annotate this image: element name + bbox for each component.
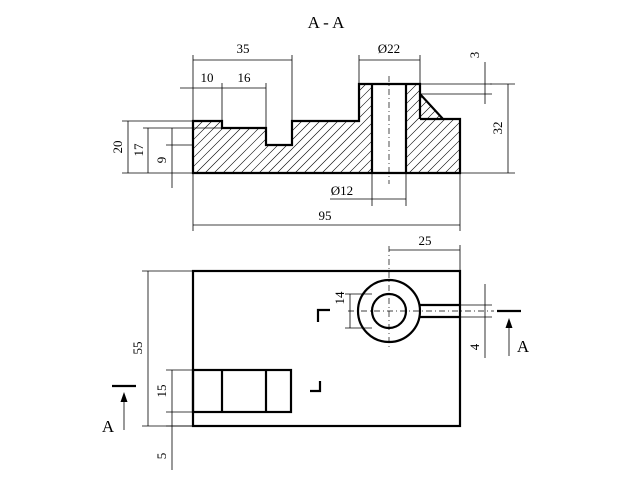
dimension-10: 10 [180, 70, 223, 127]
dimension-35: 35 [192, 41, 293, 120]
svg-text:25: 25 [419, 233, 432, 248]
hatch-line [318, 84, 372, 173]
hatch-line [307, 80, 403, 176]
svg-text:16: 16 [238, 70, 252, 85]
svg-text:15: 15 [154, 385, 169, 398]
step-feature [191, 368, 293, 414]
svg-text:95: 95 [319, 208, 332, 223]
svg-text:9: 9 [154, 157, 169, 164]
svg-text:Ø22: Ø22 [378, 41, 400, 56]
hatch-line [273, 84, 371, 173]
hatch-line [423, 84, 460, 173]
section-label-right: A [517, 337, 530, 356]
dimension-5: 5 [154, 412, 192, 470]
hatch-line [432, 84, 460, 173]
hatch-line [255, 84, 353, 173]
svg-text:5: 5 [154, 453, 169, 460]
hatch-line [414, 84, 460, 173]
hatch-line [300, 84, 372, 173]
hatch-line [282, 84, 372, 173]
dimension-16: 16 [222, 70, 267, 127]
svg-text:10: 10 [201, 70, 214, 85]
dimension-25: 25 [389, 233, 461, 270]
dimension-9: 9 [154, 128, 192, 188]
section-marker-left: A [102, 384, 136, 436]
hatch-line [406, 84, 431, 173]
dimension-14: 14 [332, 291, 372, 329]
svg-text:55: 55 [130, 342, 145, 355]
dimension-diameter-12: Ø12 [330, 174, 407, 206]
hatch-line [406, 84, 460, 173]
dimension-17: 17 [131, 127, 221, 173]
dimension-55: 55 [130, 270, 192, 427]
dimension-32: 32 [461, 83, 515, 174]
svg-text:14: 14 [332, 291, 347, 305]
hatch-line [291, 84, 372, 173]
plan-view: 25 14 55 4 15 [102, 233, 530, 470]
svg-text:4: 4 [467, 343, 482, 350]
svg-text:3: 3 [467, 52, 482, 59]
hatch-line [264, 84, 362, 173]
dimension-95: 95 [192, 174, 461, 231]
hatch-line [327, 84, 372, 173]
svg-text:Ø12: Ø12 [331, 183, 353, 198]
section-view: 35 10 16 Ø22 3 [110, 41, 515, 231]
hatch-line [406, 84, 460, 173]
section-marker-right: A [497, 309, 530, 356]
section-corner-marks [310, 308, 330, 393]
svg-text:35: 35 [237, 41, 250, 56]
dimension-3: 3 [421, 52, 492, 104]
hatch-line [309, 84, 372, 173]
hatch-line [441, 84, 460, 173]
section-label-left: A [102, 417, 115, 436]
section-title: A - A [308, 13, 346, 32]
hatch-line [406, 84, 413, 173]
slot [419, 303, 460, 319]
dimension-4: 4 [461, 284, 492, 358]
hatch-line [345, 84, 372, 173]
hatch-line [336, 84, 372, 173]
hatch-line [406, 84, 460, 173]
dimension-diameter-22: Ø22 [358, 41, 421, 83]
svg-text:32: 32 [490, 122, 505, 135]
svg-text:17: 17 [131, 143, 146, 157]
svg-text:20: 20 [110, 141, 125, 154]
dimension-20: 20 [110, 120, 192, 174]
plan-outline [191, 269, 462, 428]
dimension-15: 15 [154, 369, 192, 413]
